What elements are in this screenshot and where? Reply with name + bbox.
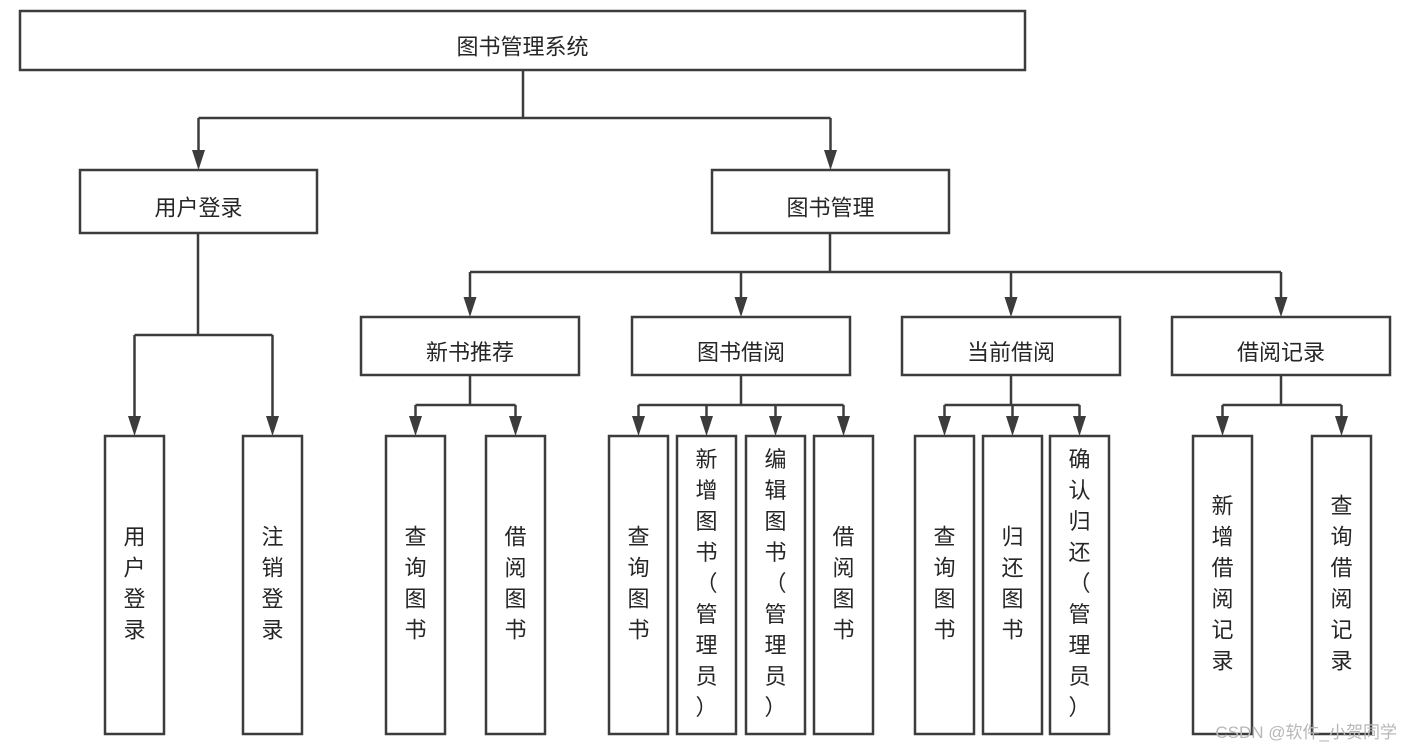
connector-arrowhead [824,150,837,170]
node-box-leaf-new-borrow[interactable] [484,434,547,736]
connector-arrowhead [192,150,205,170]
node-box-borrow[interactable] [630,315,852,377]
node-leaf-user-logout[interactable]: 注销登录 [241,434,304,736]
connector-group-record [1216,375,1348,436]
connector-arrowhead [463,297,477,317]
connector-group-bookmgmt [463,233,1288,317]
node-box-leaf-user-login[interactable] [103,434,166,736]
node-label-root: 图书管理系统 [456,34,588,59]
node-label-leaf-borrow-add: 新增图书（管理员） [695,447,717,720]
connector-group-root [192,70,837,170]
node-leaf-borrow-lend[interactable]: 借阅图书 [812,434,875,736]
node-box-bookmgmt[interactable] [710,168,951,235]
node-box-current[interactable] [900,315,1122,377]
node-label-current: 当前借阅 [967,340,1055,365]
node-label-leaf-user-logout: 注销登录 [261,524,283,642]
node-box-record[interactable] [1170,315,1392,377]
connector-arrowhead [409,416,422,436]
connector-arrowhead [700,416,713,436]
node-label-leaf-new-borrow: 借阅图书 [504,524,526,642]
connector-arrowhead [938,416,951,436]
node-label-leaf-current-confirm: 确认归还（管理员） [1068,447,1090,720]
node-box-leaf-current-confirm[interactable] [1048,434,1111,736]
connector-group-current [938,375,1086,436]
node-leaf-current-query[interactable]: 查询图书 [913,434,976,736]
node-label-login: 用户登录 [154,195,242,220]
connector-arrowhead [837,416,850,436]
node-box-root[interactable] [18,9,1027,72]
node-leaf-current-return[interactable]: 归还图书 [981,434,1044,736]
node-login[interactable]: 用户登录 [78,168,319,235]
connectors-layer [128,70,1348,436]
node-box-leaf-user-logout[interactable] [241,434,304,736]
node-label-leaf-record-add: 新增借阅记录 [1211,493,1233,673]
connector-group-borrow [632,375,850,436]
node-newbook[interactable]: 新书推荐 [359,315,581,377]
node-label-bookmgmt: 图书管理 [786,195,874,220]
node-label-leaf-borrow-edit: 编辑图书（管理员） [764,447,786,720]
node-label-leaf-record-query: 查询借阅记录 [1330,493,1352,673]
node-leaf-borrow-query[interactable]: 查询图书 [607,434,670,736]
node-leaf-user-login[interactable]: 用户登录 [103,434,166,736]
node-leaf-new-borrow[interactable]: 借阅图书 [484,434,547,736]
node-label-borrow: 图书借阅 [697,340,785,365]
node-box-leaf-borrow-add[interactable] [675,434,738,736]
connector-arrowhead [1073,416,1086,436]
connector-group-login [128,233,279,436]
connector-arrowhead [1006,416,1019,436]
node-root[interactable]: 图书管理系统 [18,9,1027,72]
node-leaf-record-add[interactable]: 新增借阅记录 [1191,434,1254,736]
node-label-leaf-borrow-query: 查询图书 [627,524,649,642]
node-box-leaf-current-query[interactable] [913,434,976,736]
node-box-leaf-borrow-edit[interactable] [744,434,807,736]
connector-group-newbook [409,375,522,436]
connector-arrowhead [1004,297,1018,317]
connector-arrowhead [1335,416,1348,436]
node-label-leaf-current-query: 查询图书 [933,524,955,642]
node-box-newbook[interactable] [359,315,581,377]
node-leaf-current-confirm[interactable]: 确认归还（管理员） [1048,434,1111,736]
node-box-leaf-record-query[interactable] [1310,434,1373,736]
node-borrow[interactable]: 图书借阅 [630,315,852,377]
node-bookmgmt[interactable]: 图书管理 [710,168,951,235]
node-label-leaf-current-return: 归还图书 [1001,524,1023,642]
node-label-leaf-borrow-lend: 借阅图书 [832,524,854,642]
connector-arrowhead [1274,297,1288,317]
node-label-newbook: 新书推荐 [426,340,514,365]
connector-arrowhead [769,416,782,436]
node-label-leaf-new-query: 查询图书 [404,524,426,642]
node-box-login[interactable] [78,168,319,235]
connector-arrowhead [128,416,141,436]
node-leaf-borrow-add[interactable]: 新增图书（管理员） [675,434,738,736]
node-box-leaf-borrow-query[interactable] [607,434,670,736]
connector-arrowhead [734,297,748,317]
node-box-leaf-borrow-lend[interactable] [812,434,875,736]
connector-arrowhead [1216,416,1229,436]
node-leaf-record-query[interactable]: 查询借阅记录 [1310,434,1373,736]
connector-arrowhead [632,416,645,436]
node-record[interactable]: 借阅记录 [1170,315,1392,377]
node-label-leaf-user-login: 用户登录 [123,524,145,642]
node-box-leaf-record-add[interactable] [1191,434,1254,736]
node-leaf-borrow-edit[interactable]: 编辑图书（管理员） [744,434,807,736]
node-label-record: 借阅记录 [1237,340,1325,365]
connector-arrowhead [266,416,279,436]
node-box-leaf-current-return[interactable] [981,434,1044,736]
node-box-leaf-new-query[interactable] [384,434,447,736]
connector-arrowhead [509,416,522,436]
node-current[interactable]: 当前借阅 [900,315,1122,377]
nodes-layer: 图书管理系统用户登录图书管理新书推荐图书借阅当前借阅借阅记录用户登录注销登录查询… [18,9,1392,736]
node-leaf-new-query[interactable]: 查询图书 [384,434,447,736]
